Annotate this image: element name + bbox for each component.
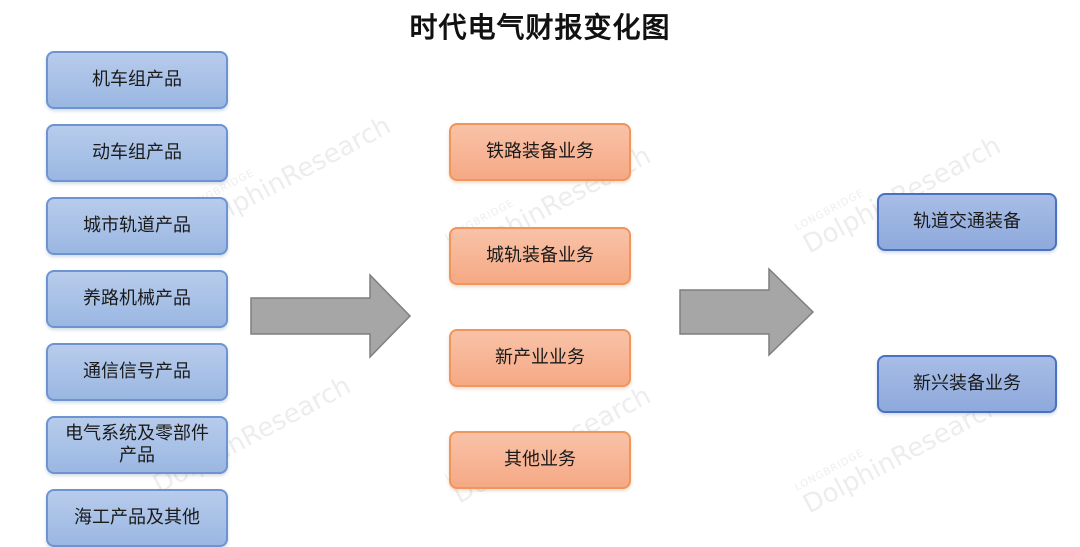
business-box: 城轨装备业务 bbox=[449, 227, 631, 285]
right-arrow-icon bbox=[250, 273, 412, 359]
product-label: 机车组产品 bbox=[92, 68, 182, 90]
product-label: 养路机械产品 bbox=[83, 287, 191, 309]
product-box: 城市轨道产品 bbox=[46, 197, 228, 255]
product-box: 机车组产品 bbox=[46, 51, 228, 109]
segment-box: 新兴装备业务 bbox=[877, 355, 1057, 413]
product-box: 动车组产品 bbox=[46, 124, 228, 182]
business-box: 其他业务 bbox=[449, 431, 631, 489]
product-label: 海工产品及其他 bbox=[74, 506, 200, 528]
product-label: 动车组产品 bbox=[92, 141, 182, 163]
right-arrow-icon bbox=[679, 267, 815, 357]
segment-label: 轨道交通装备 bbox=[913, 210, 1021, 232]
business-box: 新产业业务 bbox=[449, 329, 631, 387]
business-label: 城轨装备业务 bbox=[486, 244, 594, 266]
diagram-title: 时代电气财报变化图 bbox=[409, 11, 671, 44]
business-label: 其他业务 bbox=[504, 448, 576, 470]
business-label: 铁路装备业务 bbox=[486, 140, 594, 162]
segment-label: 新兴装备业务 bbox=[913, 372, 1021, 394]
product-box: 电气系统及零部件产品 bbox=[46, 416, 228, 474]
product-label: 电气系统及零部件产品 bbox=[65, 422, 209, 467]
product-label: 通信信号产品 bbox=[83, 360, 191, 382]
product-label: 城市轨道产品 bbox=[83, 214, 191, 236]
business-label: 新产业业务 bbox=[495, 346, 585, 368]
product-box: 通信信号产品 bbox=[46, 343, 228, 401]
segment-box: 轨道交通装备 bbox=[877, 193, 1057, 251]
product-box: 养路机械产品 bbox=[46, 270, 228, 328]
product-box: 海工产品及其他 bbox=[46, 489, 228, 547]
business-box: 铁路装备业务 bbox=[449, 123, 631, 181]
